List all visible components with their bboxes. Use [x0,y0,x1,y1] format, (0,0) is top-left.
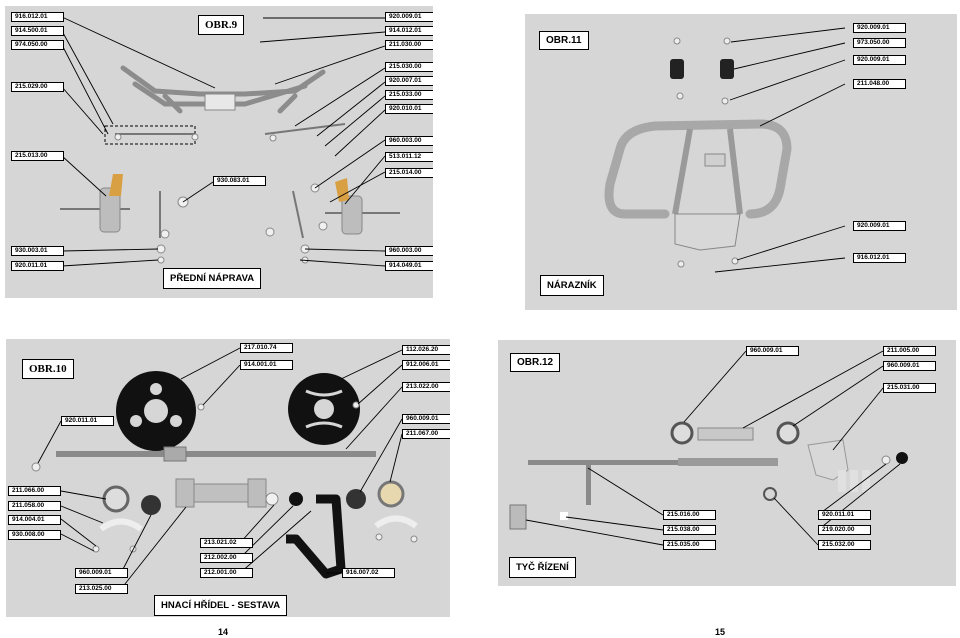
page-number-right: 15 [715,627,726,637]
panel-tyc-rizeni: OBR.12 TYČ ŘÍZENÍ 960.009.01 211.005.00 … [498,340,956,586]
part-label: 215.033.00 [385,90,433,100]
part-label: 212.002.00 [200,553,253,563]
part-label: 930.008.00 [8,530,61,540]
part-label: 960.009.01 [746,346,799,356]
part-label: 914.049.01 [385,261,433,271]
part-label: 219.020.00 [818,525,871,535]
part-label: 211.067.00 [402,429,450,439]
part-label: 960.009.01 [402,414,450,424]
bumper-parts-illustration [604,27,846,273]
part-label: 916.012.01 [853,253,906,263]
part-label: 920.011.01 [61,416,114,426]
panel-title: OBR.10 [22,359,74,379]
part-label: 960.003.00 [385,246,433,256]
part-label: 930.083.01 [213,176,266,186]
part-label: 211.058.00 [8,501,61,511]
part-label: 112.026.20 [402,345,450,355]
part-label: 916.007.02 [342,568,395,578]
part-label: 217.010.74 [240,343,293,353]
part-label: 215.030.00 [385,62,433,72]
part-label: 914.012.01 [385,26,433,36]
part-label: 215.013.00 [11,151,64,161]
part-label: 211.048.00 [853,79,906,89]
panel-title: OBR.9 [198,15,245,35]
part-label: 916.012.01 [11,12,64,22]
part-label: 513.011.12 [385,152,433,162]
part-label: 213.022.00 [402,382,450,392]
panel-naraznik: OBR.11 NÁRAZNÍK 920.009.01 973.050.00 92… [525,14,957,310]
part-label: 211.030.00 [385,40,433,50]
panel-caption: TYČ ŘÍZENÍ [509,557,576,578]
part-label: 920.009.01 [853,55,906,65]
part-label: 215.029.00 [11,82,64,92]
page-number-left: 14 [218,627,229,637]
steering-rod-parts-illustration [509,350,908,546]
panel-hnaci-hridel: OBR.10 HNACÍ HŘÍDEL - SESTAVA 217.010.74… [6,339,450,617]
part-label: 212.001.00 [200,568,253,578]
part-label: 960.009.01 [75,568,128,578]
part-label: 920.009.01 [853,221,906,231]
part-label: 920.009.01 [853,23,906,33]
part-label: 211.066.00 [8,486,61,496]
part-label: 914.500.01 [11,26,64,36]
part-label: 912.006.01 [402,360,450,370]
part-label: 213.025.00 [75,584,128,594]
part-label: 215.016.00 [663,510,716,520]
part-label: 920.007.01 [385,76,433,86]
part-label: 215.035.00 [663,540,716,550]
part-label: 914.001.01 [240,360,293,370]
part-label: 920.010.01 [385,104,433,114]
drive-shaft-parts-illustration [31,347,418,590]
part-label: 914.004.01 [8,515,61,525]
part-label: 215.014.00 [385,168,433,178]
part-label: 960.003.00 [385,136,433,146]
part-label: 211.005.00 [883,346,936,356]
part-label: 920.009.01 [385,12,433,22]
panel-predni-naprava: OBR.9 PŘEDNÍ NÁPRAVA 916.012.01 914.500.… [5,6,433,298]
part-label: 213.021.02 [200,538,253,548]
part-label: 960.009.01 [883,361,936,371]
part-label: 920.011.01 [818,510,871,520]
part-label: 920.011.01 [11,261,64,271]
part-label: 973.050.00 [853,38,906,48]
panel-title: OBR.11 [539,31,589,50]
panel-title: OBR.12 [510,353,561,372]
panel-caption: PŘEDNÍ NÁPRAVA [163,268,262,289]
part-label: 215.032.00 [818,540,871,550]
part-label: 974.050.00 [11,40,64,50]
front-axle-parts-illustration [60,16,400,267]
part-label: 215.031.00 [883,383,936,393]
panel-caption: HNACÍ HŘÍDEL - SESTAVA [154,595,288,616]
panel-caption: NÁRAZNÍK [540,275,604,296]
part-label: 930.003.01 [11,246,64,256]
part-label: 215.038.00 [663,525,716,535]
